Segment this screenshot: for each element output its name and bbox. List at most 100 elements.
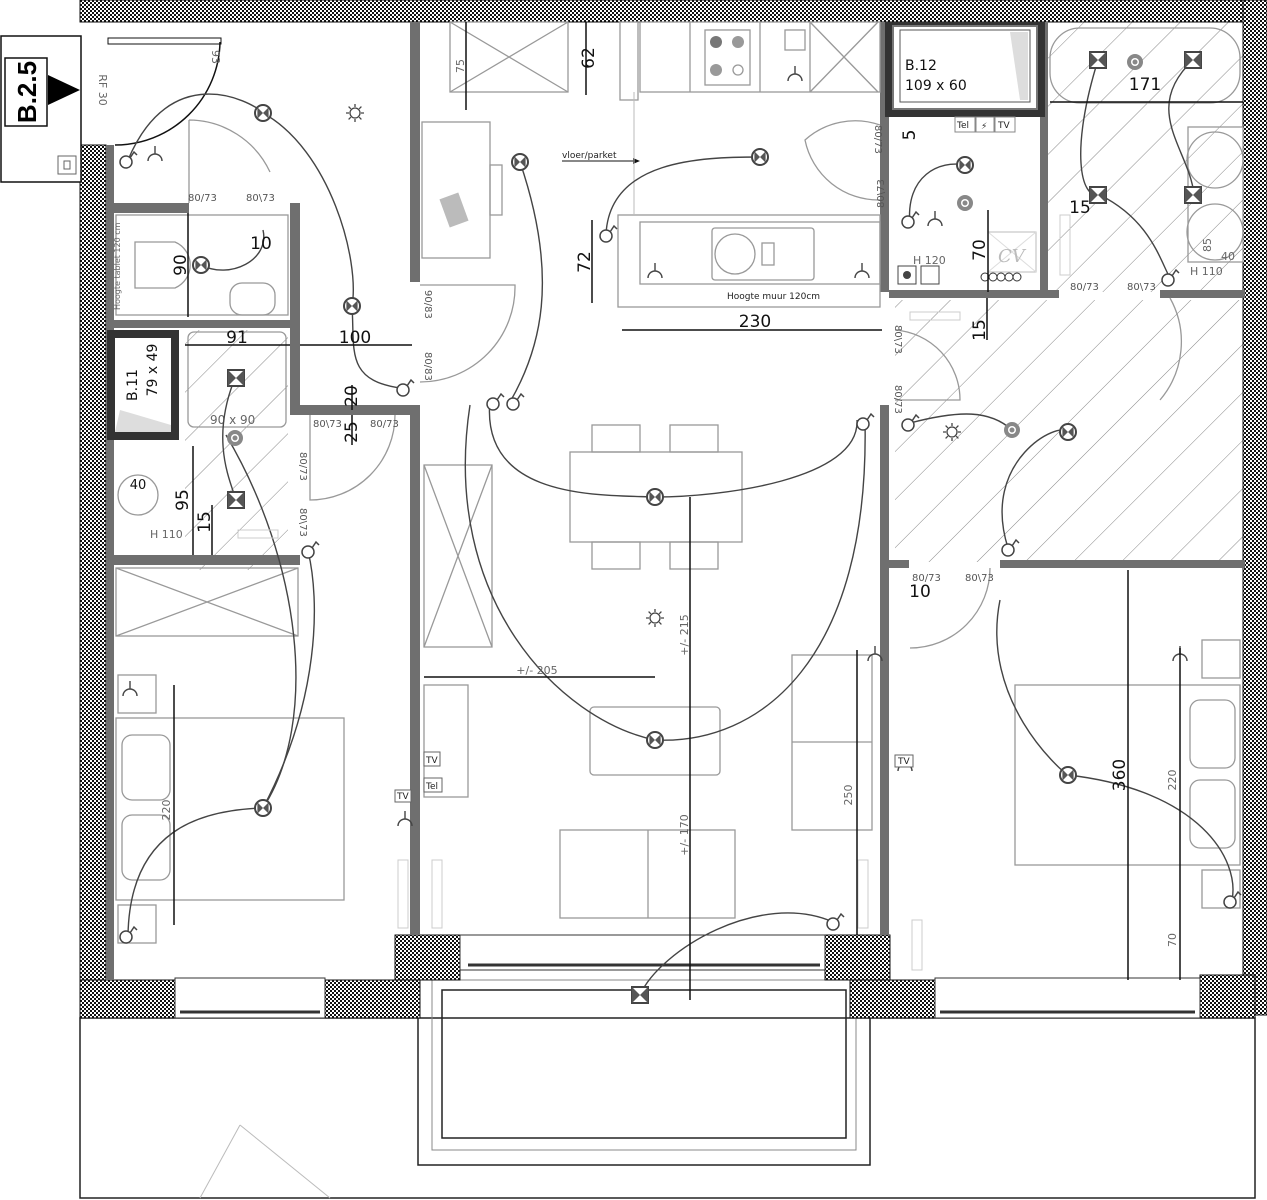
wall-light-icon bbox=[631, 986, 649, 1004]
entrance-door-rating: RF 30 bbox=[96, 74, 109, 105]
door-label: 80\73 bbox=[892, 325, 903, 354]
floor-note: vloer/parket bbox=[562, 151, 617, 161]
tv-outlet-bedroom: TV bbox=[396, 792, 409, 802]
shaft-b12: B.12 109 x 60 bbox=[885, 22, 1045, 117]
door-label: 80\73 bbox=[1127, 282, 1156, 293]
shaft-b12-size: 109 x 60 bbox=[905, 78, 967, 94]
shaft-b11-name: B.11 bbox=[125, 369, 141, 401]
dimension-labels: 62 75 72 230 100 91 90 10 20 25 95 40 15… bbox=[130, 47, 1235, 947]
power-outlet-icon: ⚡ bbox=[981, 122, 987, 132]
extractor-icon bbox=[1127, 54, 1143, 70]
wall-light-icon bbox=[1089, 51, 1107, 69]
door-label: 80/83 bbox=[422, 352, 433, 381]
dim-bath-offset: 15 bbox=[1069, 198, 1091, 218]
switch-icon bbox=[826, 913, 845, 931]
living-furniture bbox=[423, 424, 873, 919]
ceiling-light-icon bbox=[1059, 766, 1077, 784]
tv-outlet-living: TV bbox=[425, 756, 438, 766]
ceiling-light-icon bbox=[192, 256, 210, 274]
wall-light-icon bbox=[1089, 186, 1107, 204]
switch-icon bbox=[119, 151, 138, 169]
extractor-icon bbox=[227, 430, 243, 446]
switch-icon bbox=[599, 225, 618, 243]
door-label: 80\73 bbox=[297, 508, 308, 537]
dimension-lines bbox=[173, 22, 1243, 1000]
tel-outlet: Tel bbox=[956, 121, 969, 131]
dim-toilet-offset: 10 bbox=[250, 234, 272, 254]
switch-icon bbox=[901, 211, 920, 229]
electrical-symbols: TV TV TV Tel bbox=[119, 51, 1242, 1004]
tel-outlet-living: Tel bbox=[425, 782, 438, 792]
dim-bath-sink-width: 40 bbox=[1221, 250, 1235, 263]
socket-icon bbox=[854, 262, 870, 279]
bathroom-tiles bbox=[1048, 22, 1244, 292]
socket-icon bbox=[927, 210, 943, 227]
door-label: 80\73 bbox=[246, 193, 275, 204]
shaft-b12-name: B.12 bbox=[905, 58, 937, 74]
socket-icon bbox=[867, 645, 883, 662]
ceiling-light-icon bbox=[646, 488, 664, 506]
exterior-walls bbox=[79, 0, 1267, 1019]
interior-doors bbox=[188, 119, 1183, 649]
shaft-b11: B.11 79 x 49 bbox=[107, 330, 179, 440]
smoke-detector-icon bbox=[345, 103, 365, 123]
bathroom-fixtures: Hoogte tablet 120 cm 90 x 90 H 110 H 110 bbox=[113, 27, 1244, 541]
desk bbox=[421, 121, 503, 259]
kitchen-wall-note: Hoogte muur 120cm bbox=[727, 292, 820, 302]
dim-bed2-length: 220 bbox=[1166, 770, 1179, 791]
switch-icon bbox=[506, 393, 525, 411]
toilet-note: Hoogte tablet 120 cm bbox=[113, 222, 122, 310]
dim-island-depth: 72 bbox=[575, 251, 595, 273]
arrow-icon bbox=[48, 75, 80, 105]
bath-sink-height: H 110 bbox=[1190, 265, 1223, 278]
dim-hall-step-a: 20 bbox=[342, 385, 362, 407]
dim-living-depth-b: +/- 170 bbox=[678, 814, 691, 855]
tv-outlet-bedroom-2: TV bbox=[897, 757, 910, 767]
dim-cabinet-height: 75 bbox=[454, 59, 467, 73]
door-label: 80/73 bbox=[872, 125, 883, 154]
dim-bath-left-depth: 95 bbox=[173, 489, 193, 511]
dim-tech-offset: 5 bbox=[900, 130, 920, 141]
switch-icon bbox=[486, 393, 505, 411]
extractor-icon bbox=[957, 195, 973, 211]
dim-bedroom2-door-offset: 10 bbox=[909, 582, 931, 602]
switch-icon bbox=[301, 541, 320, 559]
unit-label-text: B.2.5 bbox=[12, 61, 42, 123]
dim-hall-width: 100 bbox=[339, 328, 371, 348]
door-label: 80/73 bbox=[297, 452, 308, 481]
ceiling-light-icon bbox=[751, 148, 769, 166]
dim-shower-width: 91 bbox=[226, 328, 248, 348]
radiators bbox=[237, 214, 1071, 971]
door-label: 80/73 bbox=[188, 193, 217, 204]
shaft-b11-size: 79 x 49 bbox=[145, 344, 161, 397]
door-label: 80\73 bbox=[313, 419, 342, 430]
dim-hall-step-b: 25 bbox=[342, 421, 362, 443]
ceiling-light-icon bbox=[254, 799, 272, 817]
door-label: 80\73 bbox=[876, 179, 887, 208]
entrance-door[interactable]: 93 bbox=[107, 37, 222, 146]
doorbell-icon bbox=[57, 155, 77, 175]
dim-living-depth-a: +/- 215 bbox=[678, 614, 691, 655]
wall-light-icon bbox=[1184, 186, 1202, 204]
windows bbox=[174, 934, 1201, 1019]
door-label: 80/73 bbox=[892, 385, 903, 414]
dim-bath-left-sink: 40 bbox=[130, 478, 147, 493]
dim-living-width: +/- 205 bbox=[516, 664, 557, 677]
unit-label: B.2.5 RF 30 bbox=[0, 35, 109, 183]
switch-icon bbox=[396, 379, 415, 397]
bedroom-1-furniture bbox=[115, 567, 345, 944]
tv-furniture bbox=[423, 684, 469, 798]
interior-walls bbox=[106, 22, 1245, 980]
entrance-door-width: 93 bbox=[209, 50, 222, 64]
dim-sofa-length: 250 bbox=[842, 785, 855, 806]
wall-light-icon bbox=[227, 491, 245, 509]
socket-icon bbox=[647, 262, 663, 279]
door-label: 80/73 bbox=[1070, 282, 1099, 293]
door-label: 80\73 bbox=[965, 573, 994, 584]
smoke-detector-icon bbox=[645, 608, 665, 628]
ceiling-light-icon bbox=[343, 297, 361, 315]
ceiling-light-icon bbox=[646, 731, 664, 749]
socket-icon bbox=[122, 680, 138, 697]
wall-light-icon bbox=[227, 369, 245, 387]
ceiling-light-icon bbox=[1059, 423, 1077, 441]
